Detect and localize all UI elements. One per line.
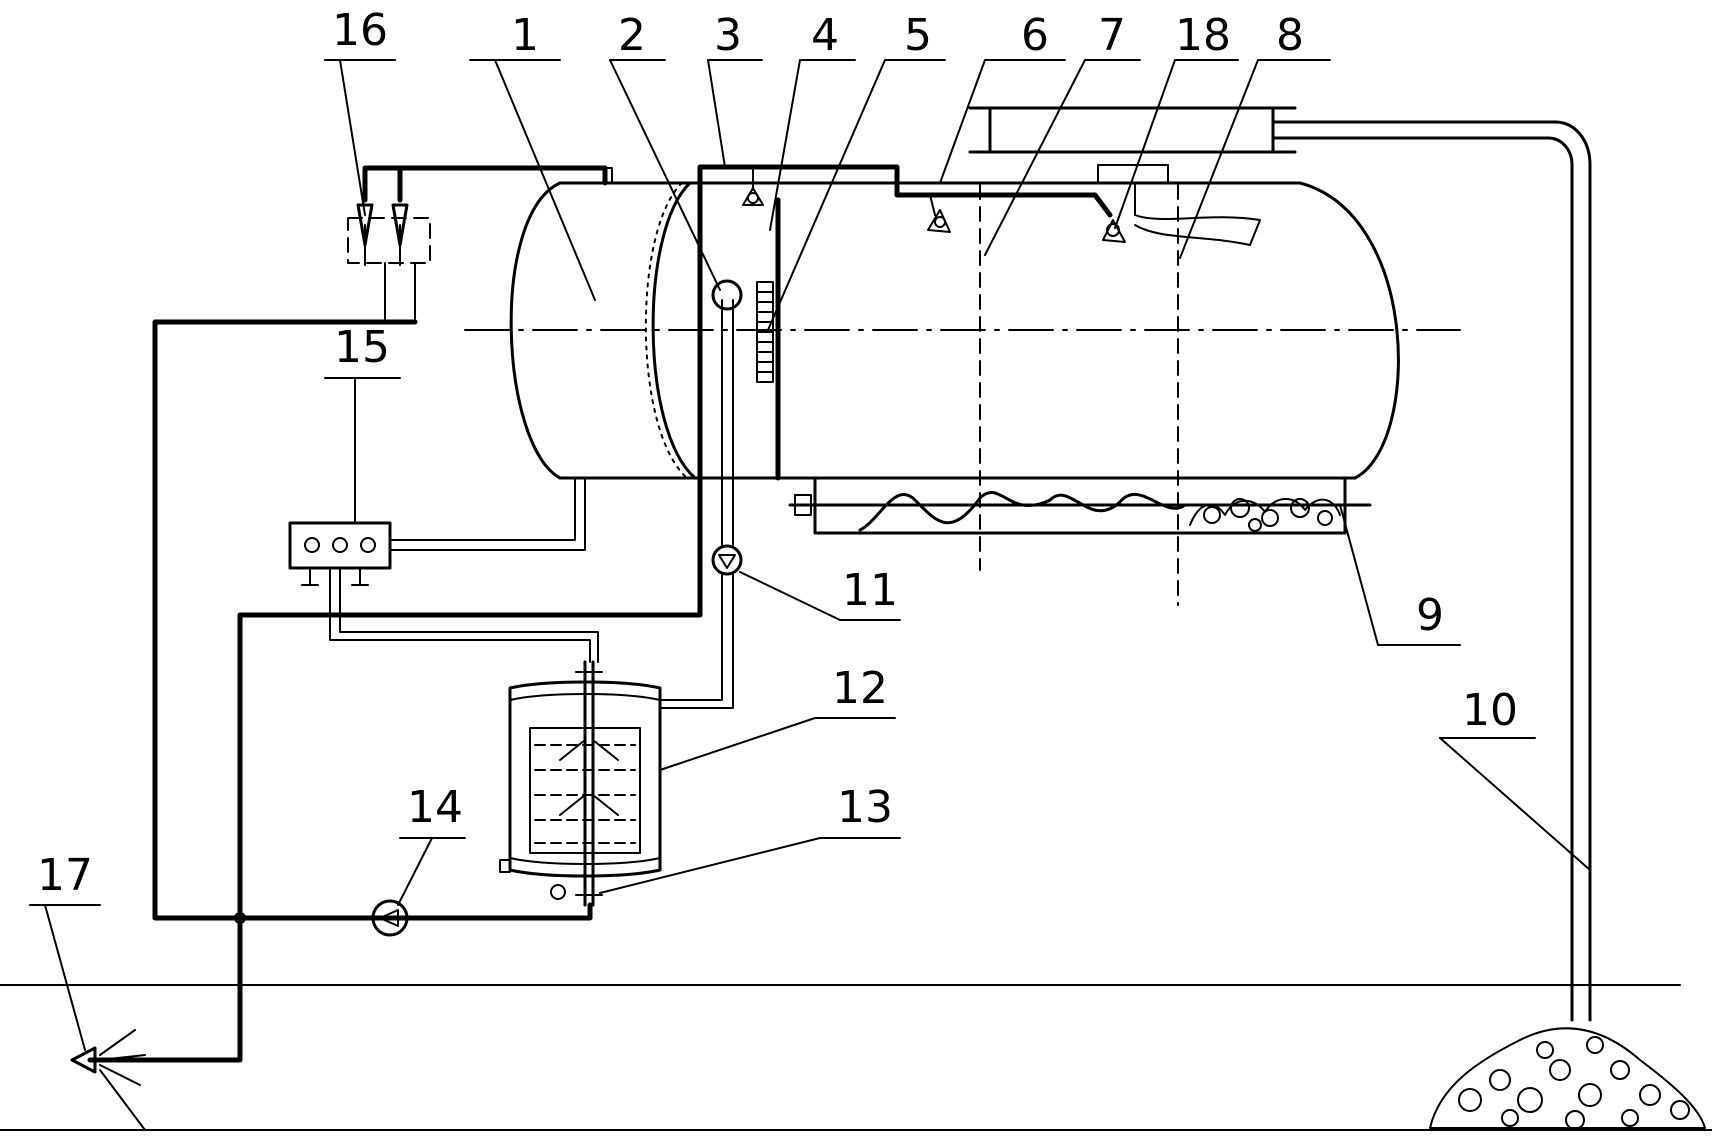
recirculation-pipe	[152, 319, 593, 921]
label-5: 5	[904, 10, 932, 61]
leader-line	[707, 59, 726, 168]
material-pile	[1429, 1027, 1706, 1130]
sprinkler-pipe	[87, 497, 703, 1063]
label-3: 3	[714, 10, 742, 61]
leader-line	[1114, 59, 1176, 229]
leader-line	[599, 837, 821, 894]
leader-line	[397, 837, 433, 906]
leader-line	[659, 717, 816, 771]
label-11: 11	[842, 565, 898, 616]
dished-end-partition	[651, 181, 697, 480]
leader-line	[609, 59, 721, 291]
spray-nozzle-icon	[1102, 219, 1126, 243]
outlet-hood	[1097, 164, 1261, 246]
spray-nozzle-icon	[742, 166, 764, 206]
agitator-shaft	[550, 660, 619, 907]
discharge-chute	[968, 106, 1592, 1022]
leader-line	[1439, 737, 1591, 871]
label-7: 7	[1098, 10, 1126, 61]
leader-line	[767, 59, 886, 331]
leader-line	[44, 904, 86, 1051]
screw-conveyor	[788, 476, 1372, 535]
spray-nozzle-icon	[927, 194, 951, 233]
leader-line	[1179, 59, 1259, 259]
mixing-tank	[499, 680, 662, 878]
filter-screen	[756, 281, 774, 383]
pump-icon	[371, 899, 409, 937]
leader-line	[984, 59, 1086, 256]
label-18: 18	[1175, 10, 1231, 61]
label-10: 10	[1462, 685, 1518, 736]
valve-icon	[711, 544, 743, 576]
label-6: 6	[1021, 10, 1049, 61]
leader-line	[739, 571, 841, 621]
label-9: 9	[1416, 590, 1444, 641]
label-16: 16	[332, 5, 388, 56]
label-8: 8	[1276, 10, 1304, 61]
label-17: 17	[37, 850, 93, 901]
top-pipe-3	[697, 164, 1113, 503]
leader-line	[1339, 504, 1379, 646]
dosing-valves[interactable]	[347, 203, 431, 266]
label-4: 4	[811, 10, 839, 61]
horizontal-tank	[464, 181, 1461, 480]
leader-line	[494, 59, 596, 301]
spray-ball-icon	[711, 279, 743, 311]
leader-line	[339, 59, 366, 216]
label-13: 13	[837, 782, 893, 833]
leader-line	[769, 59, 801, 231]
label-2: 2	[618, 10, 646, 61]
label-12: 12	[832, 663, 888, 714]
sprinkler-icon	[70, 1029, 146, 1131]
leader-line	[939, 59, 986, 184]
label-14: 14	[407, 782, 463, 833]
label-1: 1	[511, 10, 539, 61]
label-15: 15	[334, 322, 390, 373]
